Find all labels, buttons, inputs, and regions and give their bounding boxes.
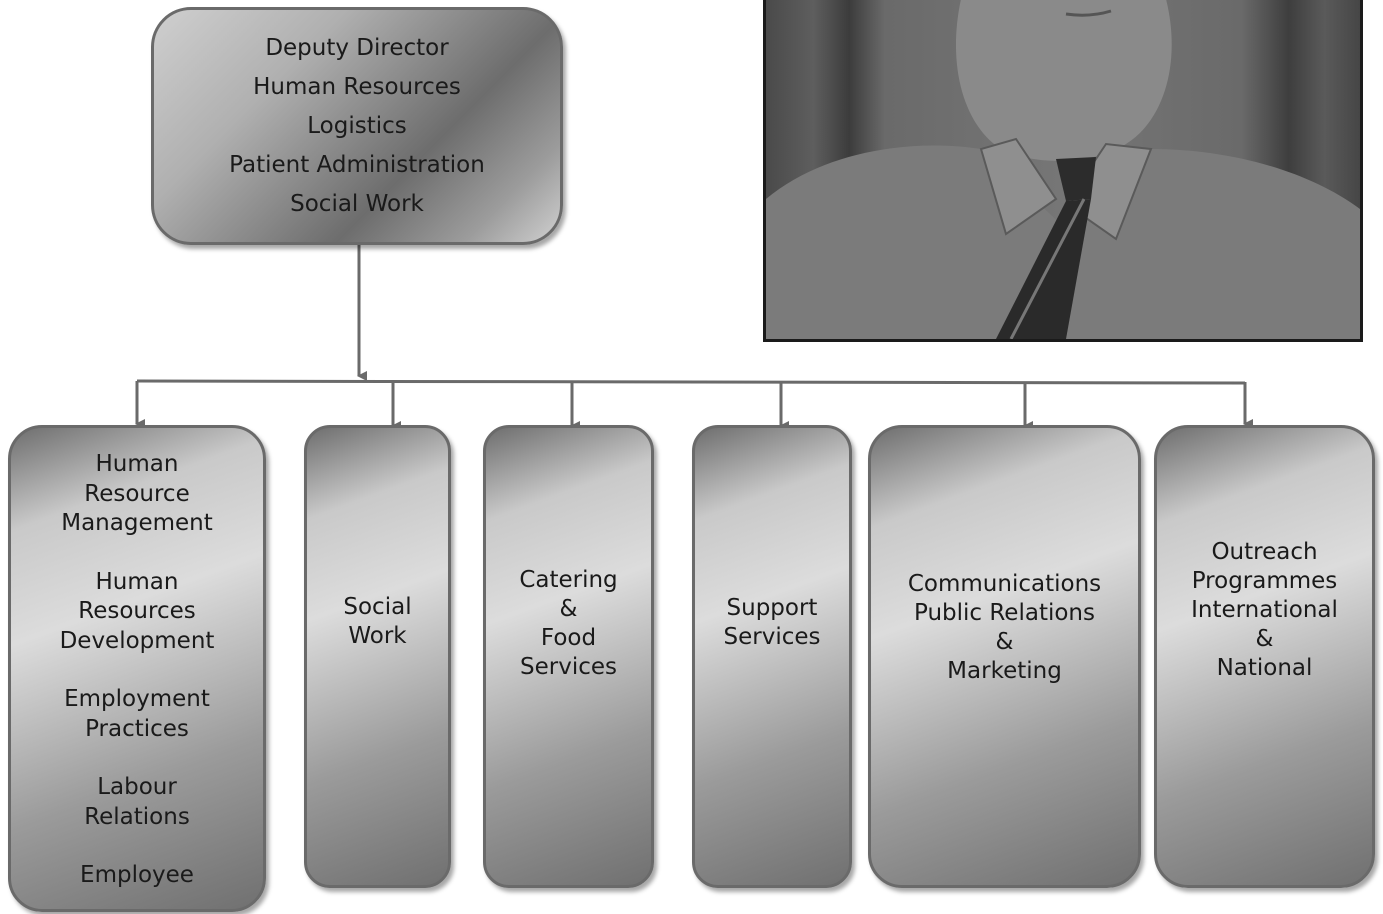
social-work-box: Social Work: [304, 425, 451, 888]
hr-list: Human Resource Management Human Resource…: [11, 450, 263, 909]
top-line-logistics: Logistics: [307, 112, 407, 139]
hr-item-text: Relations: [84, 803, 190, 830]
hr-item-employee: Employee: [11, 861, 263, 891]
hr-item-text: Development: [59, 627, 215, 654]
outreach-box: Outreach Programmes International & Nati…: [1154, 425, 1375, 888]
hr-item-text: Resources: [78, 598, 196, 624]
horizontal-connector: [136, 379, 1246, 385]
hr-item-text: Labour: [97, 774, 177, 800]
catering-label: Catering & Food Services: [519, 567, 618, 680]
hr-item-employment-practices: Employment Practices: [11, 685, 263, 744]
support-services-label: Support Services: [723, 595, 821, 650]
hr-item-text: Employee: [80, 862, 194, 888]
catering-box: Catering & Food Services: [483, 425, 654, 888]
social-work-label: Social Work: [343, 594, 412, 649]
hr-item-text: Human: [95, 568, 179, 595]
hr-item-text: Human: [95, 451, 179, 477]
support-services-box: Support Services: [692, 425, 852, 888]
deputy-director-box: Deputy Director Human Resources Logistic…: [151, 7, 563, 245]
top-line-hr: Human Resources: [253, 73, 461, 100]
portrait-illustration: [766, 0, 1360, 339]
top-line-social-work: Social Work: [290, 190, 424, 217]
hr-item-text: Employment: [64, 686, 210, 712]
hr-item-text: Resource: [84, 480, 190, 507]
hr-box: Human Resource Management Human Resource…: [8, 425, 266, 912]
top-line-patient-admin: Patient Administration: [229, 151, 485, 178]
hr-item-text: Management: [61, 510, 213, 536]
portrait-photo: [763, 0, 1363, 342]
hr-item-development: Human Resources Development: [11, 568, 263, 657]
hr-item-management: Human Resource Management: [11, 450, 263, 539]
hr-item-text: Practices: [85, 715, 189, 742]
hr-item-labour-relations: Labour Relations: [11, 773, 263, 832]
communications-label: Communications Public Relations & Market…: [907, 571, 1102, 684]
communications-box: Communications Public Relations & Market…: [868, 425, 1141, 888]
outreach-label: Outreach Programmes International & Nati…: [1191, 539, 1338, 681]
top-line-title: Deputy Director: [265, 34, 449, 61]
